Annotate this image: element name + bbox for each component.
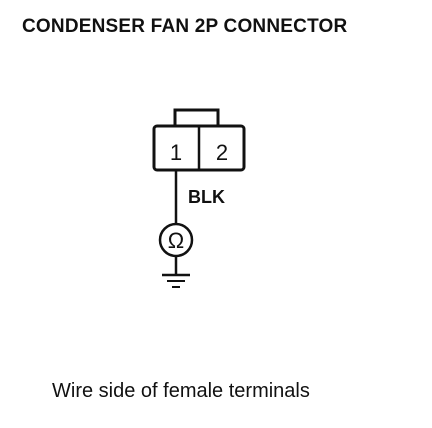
- pin-1-label: 1: [170, 140, 182, 165]
- diagram-title: CONDENSER FAN 2P CONNECTOR: [22, 16, 348, 37]
- ground-icon: [162, 273, 190, 288]
- pin-2-label: 2: [216, 140, 228, 165]
- ohm-icon: Ω: [168, 228, 184, 253]
- connector-lock-tab: [173, 108, 220, 126]
- wire-color-label: BLK: [188, 187, 225, 207]
- diagram-caption: Wire side of female terminals: [52, 380, 310, 402]
